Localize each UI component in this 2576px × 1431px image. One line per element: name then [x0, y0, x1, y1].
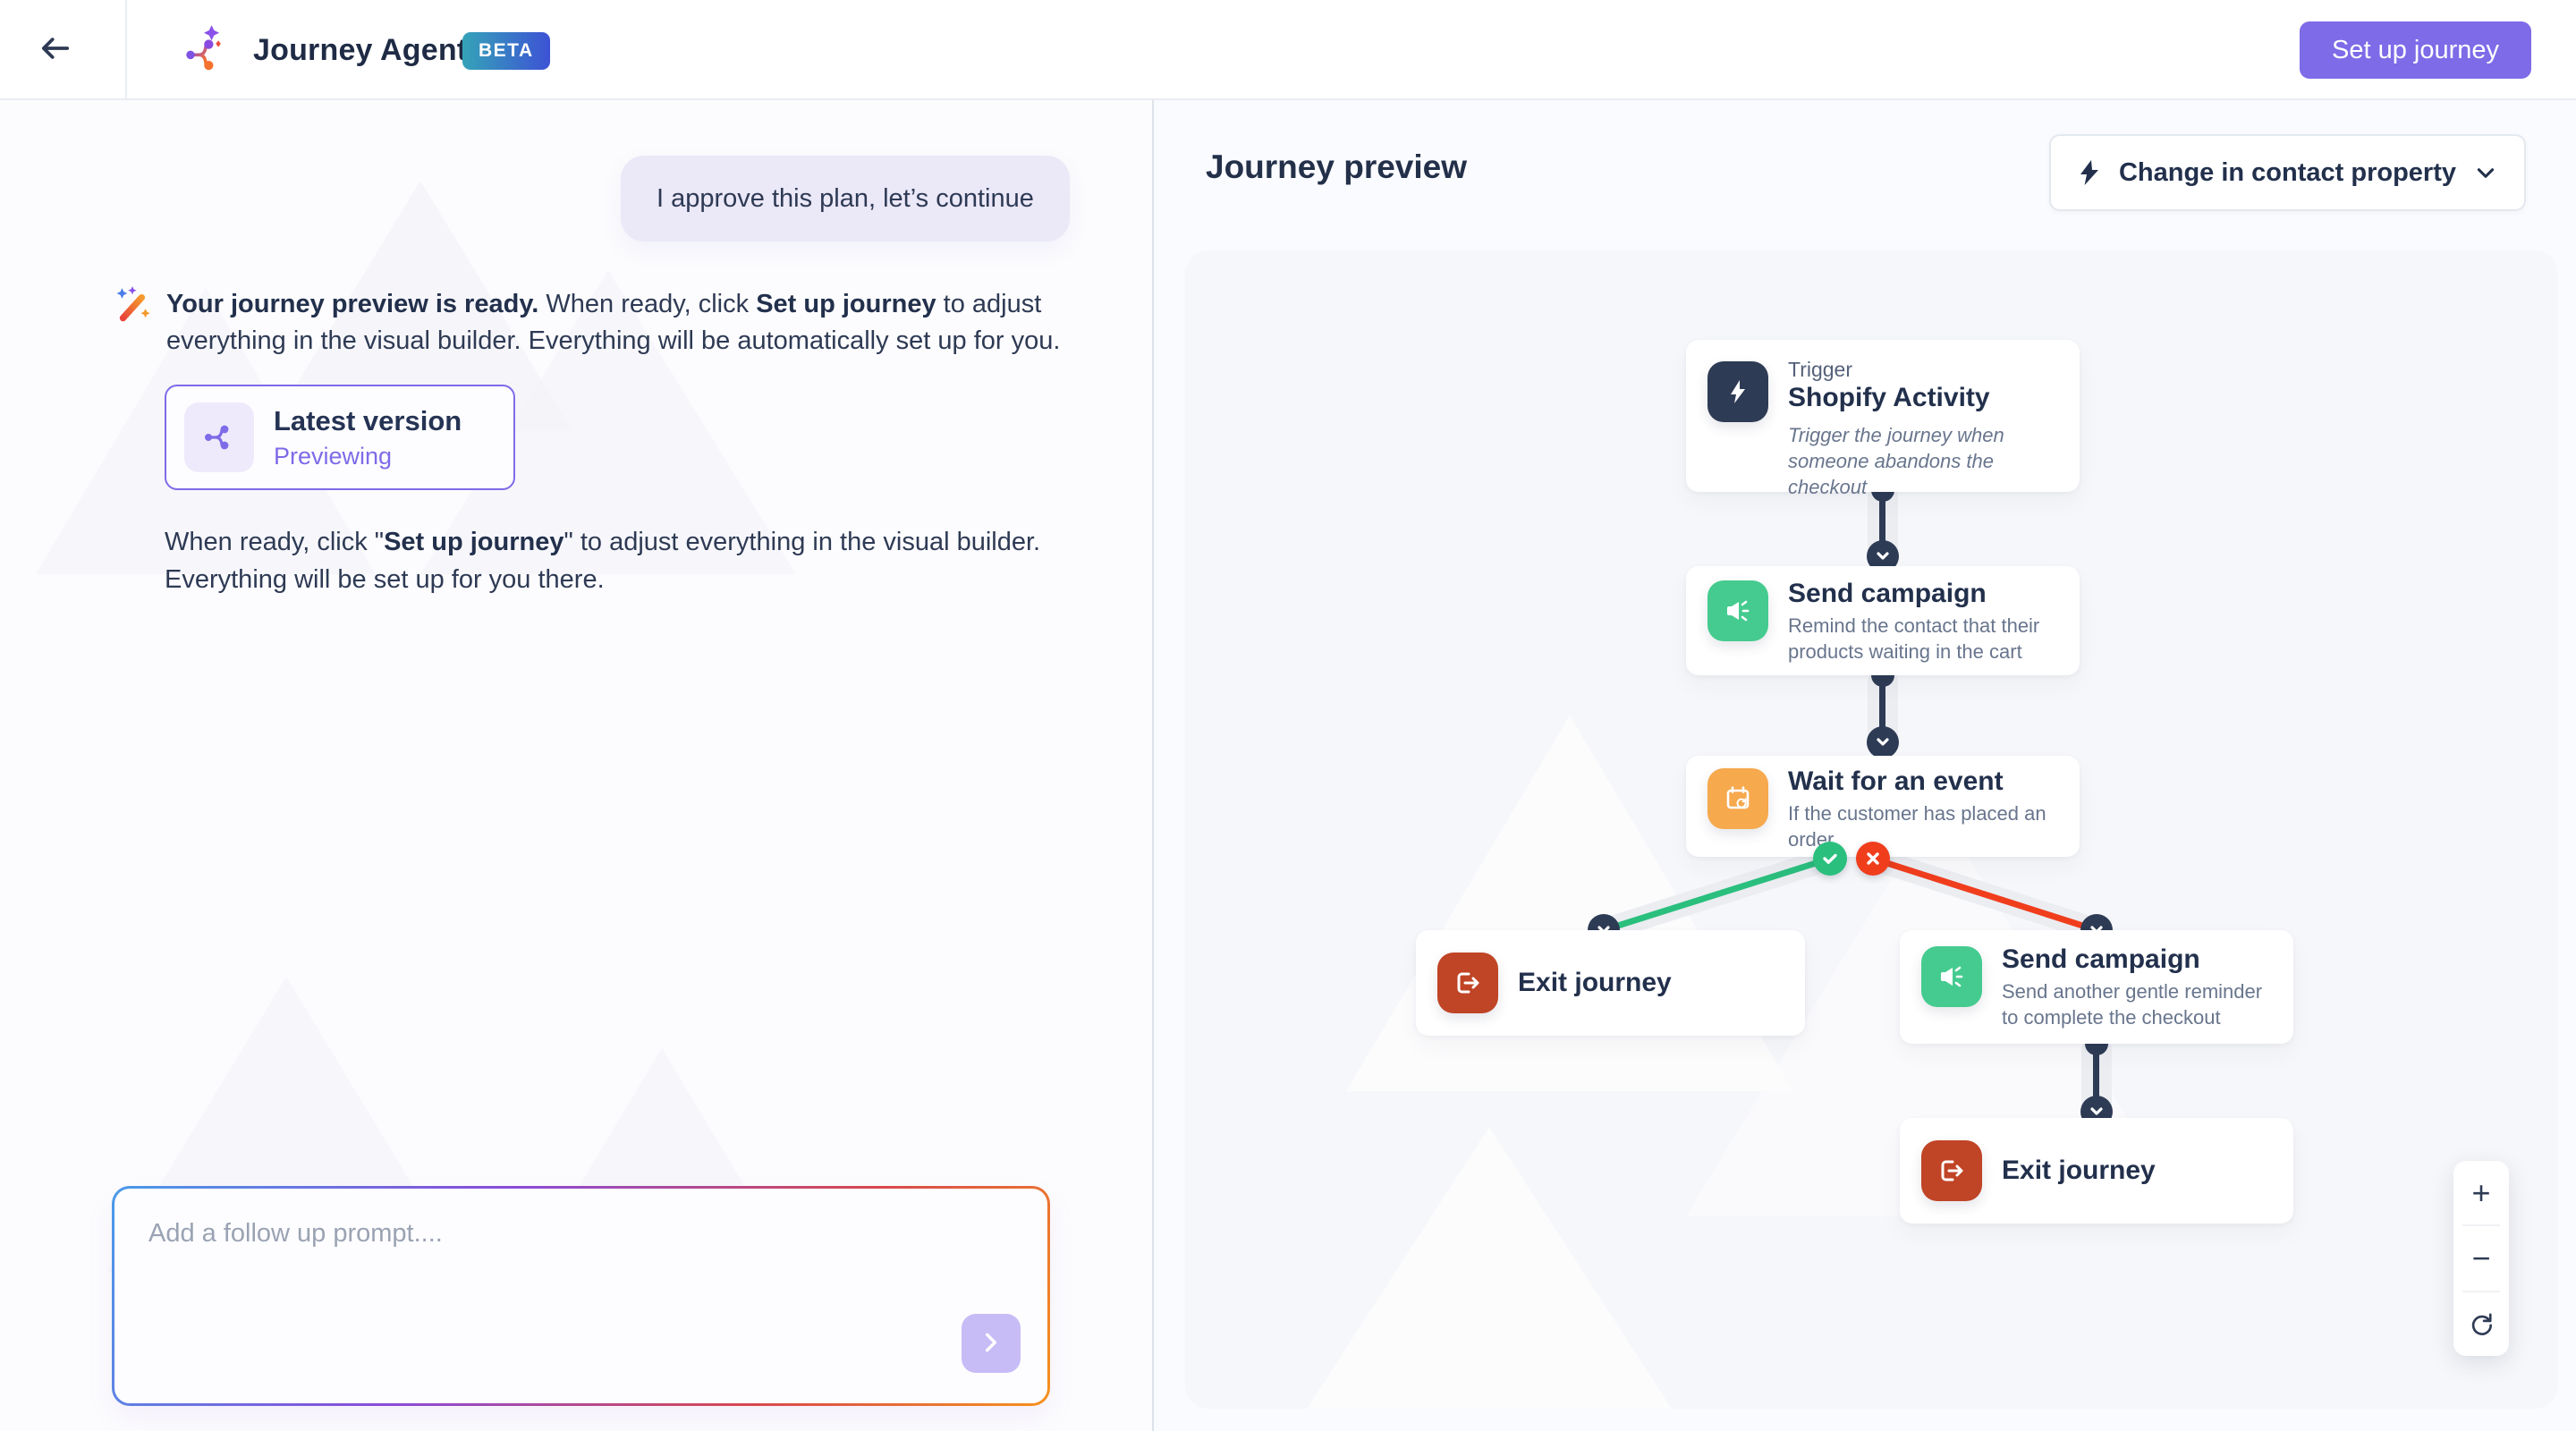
node-wait-event[interactable]: Wait for an event If the customer has pl…: [1686, 756, 2080, 857]
node-title: Send campaign: [2002, 944, 2200, 974]
megaphone-icon: [1707, 580, 1768, 641]
header-divider: [125, 0, 127, 100]
prompt-input[interactable]: [114, 1189, 1047, 1403]
calendar-icon: [1707, 768, 1768, 829]
divider: [2462, 1224, 2500, 1227]
node-exit-left[interactable]: Exit journey: [1416, 930, 1805, 1036]
beta-badge: BETA: [462, 32, 550, 70]
followup-note: When ready, click "Set up journey" to ad…: [165, 528, 1041, 594]
app-header: Journey Agent BETA Set up journey: [0, 0, 2576, 100]
send-button[interactable]: [962, 1314, 1021, 1373]
node-description: Trigger the journey when someone abandon…: [1788, 424, 2004, 498]
magic-wand-icon: [113, 284, 154, 326]
back-button[interactable]: [32, 27, 79, 73]
chevron-down-icon: [2474, 161, 2497, 184]
branch-yes-check-icon: [1813, 842, 1847, 876]
connector-stem: [1879, 490, 1885, 556]
preview-title: Journey preview: [1206, 148, 1468, 185]
connector-stem: [1879, 675, 1885, 742]
version-card-title: Latest version: [274, 404, 462, 436]
background-chevron: [1292, 1127, 1686, 1409]
node-trigger[interactable]: Trigger Shopify Activity Trigger the jou…: [1686, 340, 2080, 498]
chat-panel: I approve this plan, let’s continue Your…: [0, 100, 1154, 1431]
node-title: Send campaign: [1788, 579, 1987, 608]
exit-icon: [1437, 953, 1498, 1013]
setup-journey-button[interactable]: Set up journey: [2299, 21, 2531, 79]
journey-agent-logo-icon: [177, 23, 231, 77]
megaphone-icon: [1921, 946, 1982, 1007]
node-title: Shopify Activity: [1788, 383, 1990, 412]
node-exit-bottom[interactable]: Exit journey: [1900, 1118, 2293, 1224]
assistant-message-bold: Your journey preview is ready.: [166, 290, 539, 318]
arrow-left-icon: [36, 29, 75, 72]
journey-canvas[interactable]: Trigger Shopify Activity Trigger the jou…: [1185, 250, 2558, 1409]
chevron-right-icon: [979, 1331, 1003, 1357]
assistant-cta-bold: Set up journey: [756, 290, 936, 318]
user-message-bubble: I approve this plan, let’s continue: [621, 156, 1070, 241]
node-kicker: Trigger: [1788, 358, 1852, 381]
node-title: Exit journey: [1518, 968, 1672, 997]
dropdown-label: Change in contact property: [2118, 157, 2456, 187]
version-card-status: Previewing: [274, 442, 393, 470]
assistant-message: Your journey preview is ready. When read…: [166, 290, 1061, 355]
refresh-icon: [2467, 1309, 2496, 1338]
zoom-controls: + −: [2453, 1161, 2509, 1356]
lightning-icon: [2078, 159, 2101, 186]
node-description: Send another gentle reminder to complete…: [2002, 980, 2263, 1029]
branch-connectors: [1592, 847, 2108, 942]
zoom-in-button[interactable]: +: [2453, 1161, 2509, 1224]
node-description: Remind the contact that their products w…: [1788, 614, 2040, 663]
exit-icon: [1921, 1140, 1982, 1201]
chevron-down-icon: [1867, 726, 1899, 758]
app-title: Journey Agent: [253, 32, 468, 67]
node-title: Wait for an event: [1788, 766, 2004, 796]
lightning-icon: [1707, 361, 1768, 422]
node-send-campaign-1[interactable]: Send campaign Remind the contact that th…: [1686, 566, 2080, 675]
trigger-filter-dropdown[interactable]: Change in contact property: [2048, 134, 2526, 211]
journey-branch-icon: [184, 402, 254, 472]
prompt-box: [112, 1186, 1050, 1406]
connector-stem: [2093, 1044, 2099, 1112]
reset-view-button[interactable]: [2453, 1292, 2509, 1356]
divider: [2462, 1290, 2500, 1292]
node-send-campaign-2[interactable]: Send campaign Send another gentle remind…: [1900, 930, 2293, 1044]
version-card[interactable]: Latest version Previewing: [165, 385, 515, 490]
node-title: Exit journey: [2002, 1156, 2156, 1185]
branch-no-x-icon: [1856, 842, 1890, 876]
zoom-out-button[interactable]: −: [2453, 1226, 2509, 1290]
